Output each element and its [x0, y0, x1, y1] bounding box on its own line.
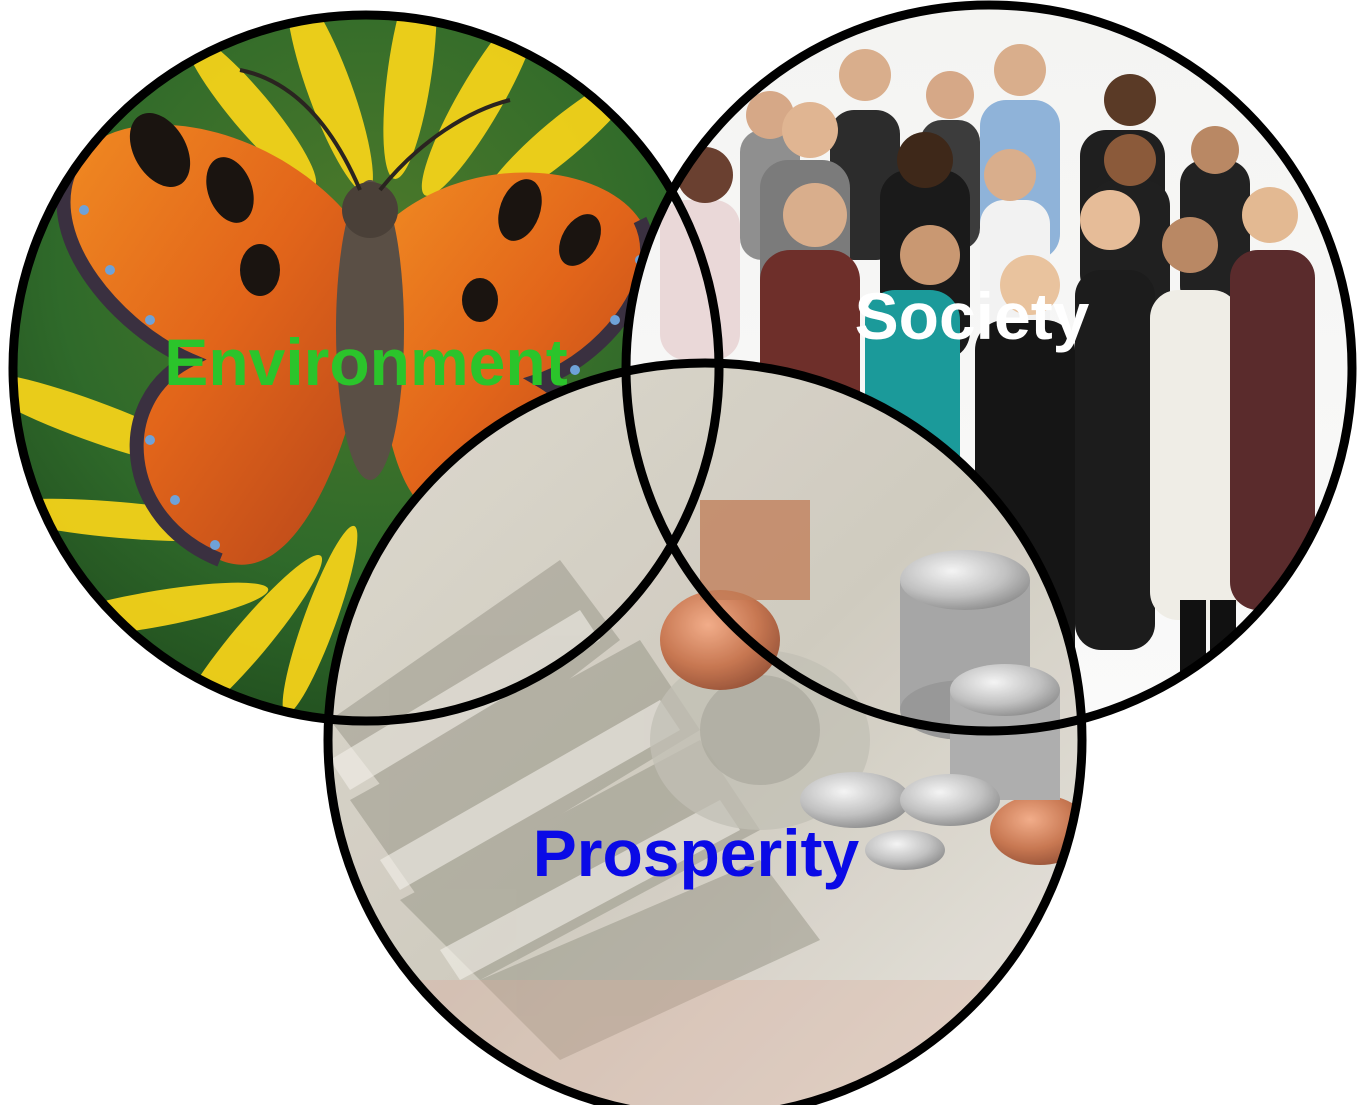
environment-circle-outline — [8, 10, 724, 726]
environment-label: Environment — [164, 325, 568, 399]
society-label: Society — [854, 279, 1090, 353]
prosperity-circle-outline — [323, 358, 1087, 1105]
environment-photo — [13, 15, 719, 721]
prosperity-label: Prosperity — [532, 816, 860, 890]
prosperity-photo — [328, 363, 1082, 1105]
